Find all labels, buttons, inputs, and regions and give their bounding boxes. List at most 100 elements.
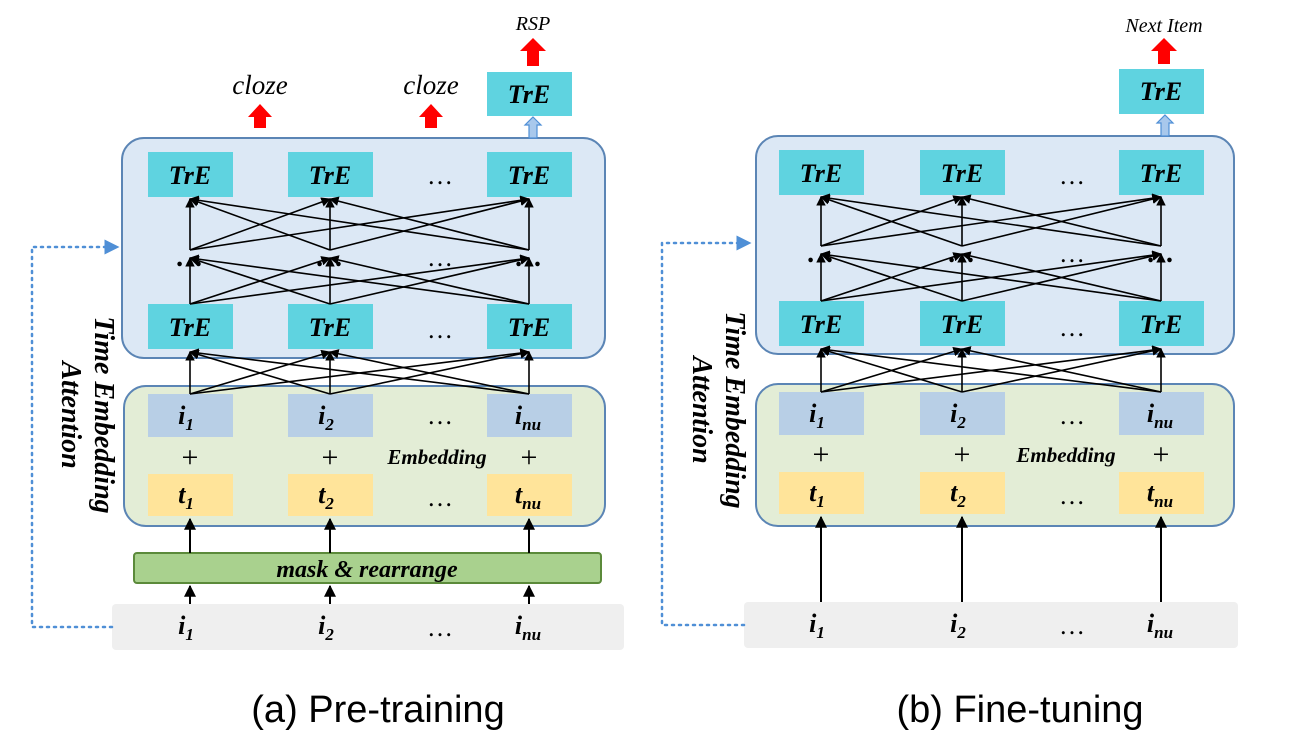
tre-top-ellipsis: … — [427, 161, 453, 190]
time-emb-label-2: t2 — [950, 478, 966, 511]
plus-3: + — [521, 441, 538, 474]
input-item-1: i1 — [809, 609, 825, 642]
tre-top-label-1: TrE — [169, 161, 211, 190]
panel-finetuning: TrE TrE TrE … TrE TrE TrE … … … … … i1 i… — [660, 15, 1238, 731]
mesh-tre-to-dots — [816, 250, 1166, 302]
tre-rsp — [487, 72, 572, 116]
plus-2: + — [954, 438, 971, 471]
tre-bottom-label-2: TrE — [309, 313, 351, 342]
caption-finetuning: (b) Fine-tuning — [896, 689, 1143, 731]
tre-next-item — [1119, 69, 1204, 114]
tre-top-2 — [920, 150, 1005, 195]
tre-bottom-label-2: TrE — [941, 310, 983, 339]
tre-top-label-1: TrE — [800, 159, 842, 188]
input-row — [744, 602, 1238, 648]
item-emb-ellipsis: … — [427, 401, 453, 430]
input-item-3: inu — [515, 611, 541, 644]
plus-1: + — [182, 441, 199, 474]
item-emb-3 — [1119, 392, 1204, 435]
tre-bottom-3 — [487, 304, 572, 349]
side-label-line1: Time Embedding — [88, 316, 119, 513]
input-ellipsis: … — [427, 613, 453, 642]
caption-pretraining: (a) Pre-training — [251, 689, 504, 731]
item-emb-1 — [148, 394, 233, 437]
rsp-label: RSP — [515, 13, 550, 35]
tre-bottom-label-3: TrE — [508, 313, 550, 342]
tre-top-1 — [779, 150, 864, 195]
transformer-box — [755, 135, 1235, 355]
time-emb-label-2: t2 — [318, 480, 334, 513]
tre-rsp-label: TrE — [508, 80, 550, 109]
tre-top-label-2: TrE — [309, 161, 351, 190]
dotted-feedback-line — [30, 239, 120, 629]
cloze-arrow-1 — [248, 104, 272, 128]
input-item-2: i2 — [950, 609, 966, 642]
embedding-label: Embedding — [1015, 443, 1115, 467]
cloze-label-1: cloze — [232, 70, 287, 100]
input-ellipsis: … — [1059, 611, 1085, 640]
next-item-label: Next Item — [1124, 15, 1202, 37]
time-emb-label-1: t1 — [809, 478, 825, 511]
tre-bottom-label-3: TrE — [1140, 310, 1182, 339]
panel-pretraining: mask & rearrange TrE TrE TrE … TrE TrE T… — [30, 13, 624, 731]
tre-top-3 — [487, 152, 572, 197]
time-emb-label-1: t1 — [178, 480, 194, 513]
time-emb-ellipsis: … — [427, 483, 453, 512]
tre-top-1 — [148, 152, 233, 197]
plus-2: + — [322, 441, 339, 474]
plus-3: + — [1153, 438, 1170, 471]
time-emb-1 — [148, 474, 233, 516]
input-item-2: i2 — [318, 611, 334, 644]
tre-top-3 — [1119, 150, 1204, 195]
time-emb-2 — [920, 472, 1005, 514]
tre-top-label-2: TrE — [941, 159, 983, 188]
mask-rearrange-label: mask & rearrange — [276, 557, 458, 583]
mesh-dots-to-tre-top — [185, 195, 534, 251]
item-emb-3 — [487, 394, 572, 437]
time-emb-3 — [1119, 472, 1204, 514]
time-emb-label-3: tnu — [1147, 478, 1173, 511]
blue-arrow-next-item — [1155, 114, 1175, 137]
blue-arrow-rsp — [523, 116, 543, 139]
input-item-1: i1 — [178, 611, 194, 644]
mesh-dots-to-tre-top — [816, 193, 1166, 247]
input-row — [112, 604, 624, 650]
tre-top-label-3: TrE — [508, 161, 550, 190]
dotted-feedback-line — [660, 235, 752, 627]
time-emb-label-3: tnu — [515, 480, 541, 513]
tre-bottom-2 — [920, 301, 1005, 346]
rsp-output-arrow — [520, 38, 546, 66]
item-emb-1 — [779, 392, 864, 435]
tre-bottom-ellipsis: … — [427, 315, 453, 344]
tre-bottom-ellipsis: … — [1059, 313, 1085, 342]
mask-rearrange-bar — [133, 552, 602, 584]
mesh-embedding-to-tre — [816, 345, 1166, 393]
middle-dots-3: … — [1059, 239, 1085, 268]
tre-top-ellipsis: … — [1059, 161, 1085, 190]
embedding-label: Embedding — [386, 445, 486, 469]
embedding-box — [755, 383, 1235, 527]
tre-bottom-3 — [1119, 301, 1204, 346]
item-emb-label-1: i1 — [809, 399, 825, 432]
item-emb-label-3: inu — [1147, 399, 1173, 432]
item-emb-label-2: i2 — [318, 401, 334, 434]
time-emb-1 — [779, 472, 864, 514]
mesh-embedding-to-tre — [185, 348, 534, 395]
time-emb-ellipsis: … — [1059, 481, 1085, 510]
tre-bottom-label-1: TrE — [800, 310, 842, 339]
item-emb-label-1: i1 — [178, 401, 194, 434]
item-emb-ellipsis: … — [1059, 401, 1085, 430]
tre-bottom-1 — [779, 301, 864, 346]
transformer-box — [121, 137, 606, 359]
middle-dots-3: … — [427, 243, 453, 272]
input-item-3: inu — [1147, 609, 1173, 642]
time-emb-3 — [487, 474, 572, 516]
tre-bottom-label-1: TrE — [169, 313, 211, 342]
time-emb-2 — [288, 474, 373, 516]
side-label-line1: Time Embedding — [719, 311, 750, 508]
mesh-tre-to-dots — [185, 254, 534, 305]
item-emb-2 — [920, 392, 1005, 435]
next-item-output-arrow — [1151, 38, 1177, 64]
cloze-label-2: cloze — [403, 70, 458, 100]
